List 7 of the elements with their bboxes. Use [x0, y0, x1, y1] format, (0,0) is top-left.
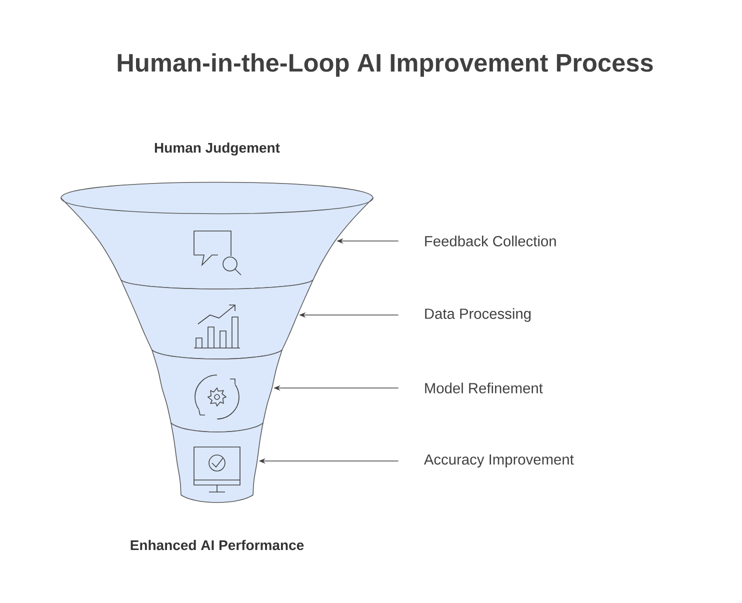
- stage-label: Data Processing: [425, 308, 531, 322]
- funnel-caption: Enhanced AI Performance: [130, 540, 304, 550]
- title: Human-in-the-Loop AI Improvement Process: [118, 53, 653, 77]
- stage-label: Model Refinement: [425, 382, 543, 394]
- funnel-caption: Human Judgement: [154, 142, 280, 156]
- stage-label: Accuracy Improvement: [424, 454, 574, 468]
- stage-label: Feedback Collection: [425, 236, 556, 246]
